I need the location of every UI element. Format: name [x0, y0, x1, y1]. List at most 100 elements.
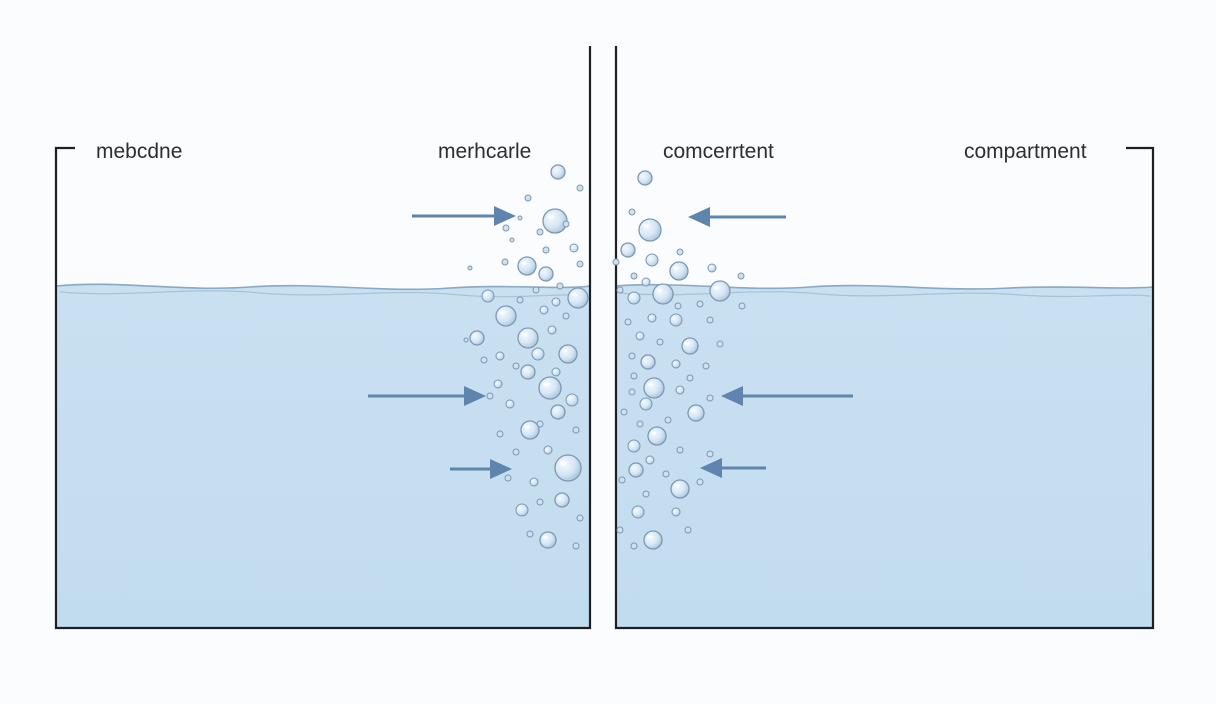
- left-container-wall: [54, 46, 592, 630]
- molecule-bubble: [706, 394, 714, 402]
- molecule-bubble: [642, 490, 650, 498]
- arrow-right-middle: [721, 386, 853, 406]
- molecule-bubble-highlight: [521, 332, 528, 337]
- molecule-bubble: [671, 507, 681, 517]
- arrows: [368, 206, 853, 479]
- molecule-bubble: [630, 372, 638, 380]
- molecule-bubble: [624, 318, 632, 326]
- molecule-bubble: [572, 542, 580, 550]
- molecule-bubble-highlight: [542, 535, 548, 539]
- molecule-bubble: [551, 367, 561, 377]
- molecule-bubble: [536, 498, 544, 506]
- molecule-bubble: [628, 208, 636, 216]
- molecule-bubble: [531, 347, 545, 361]
- molecule-bubble: [467, 265, 473, 271]
- molecule-bubble-highlight: [674, 484, 680, 488]
- molecule-bubble: [669, 313, 683, 327]
- molecule-bubble: [627, 439, 641, 453]
- molecule-bubble: [495, 351, 505, 361]
- left-water-surface-highlight: [59, 290, 589, 298]
- molecule-bubble: [643, 530, 663, 550]
- molecule-bubble: [645, 455, 655, 465]
- molecule-bubble-highlight: [656, 288, 663, 293]
- label-right: compartment: [964, 140, 1087, 163]
- molecule-bubble: [696, 478, 704, 486]
- molecule-bubble: [620, 242, 636, 258]
- arrow-left-middle: [368, 386, 486, 406]
- molecule-bubble: [543, 445, 553, 455]
- molecule-bubble: [676, 446, 684, 454]
- molecule-bubble: [558, 344, 578, 364]
- molecule-bubble: [628, 352, 636, 360]
- molecule-bubble-highlight: [673, 266, 679, 270]
- molecule-bubble: [517, 256, 537, 276]
- molecule-bubble: [562, 312, 570, 320]
- right-compartment-water: [616, 284, 1153, 628]
- molecule-bubble: [572, 426, 580, 434]
- molecule-bubble: [620, 408, 628, 416]
- molecule-bubble: [496, 430, 504, 438]
- molecule-bubble: [539, 531, 557, 549]
- molecule-bubble: [493, 379, 503, 389]
- arrow-right-bottom: [700, 458, 766, 478]
- molecule-bubble: [637, 170, 653, 186]
- molecule-bubble-highlight: [684, 341, 690, 345]
- molecule-bubble: [636, 420, 644, 428]
- molecule-bubble-highlight: [524, 425, 530, 429]
- molecule-bubble: [635, 331, 645, 341]
- molecule-bubble: [638, 218, 662, 242]
- molecule-bubble: [707, 263, 717, 273]
- molecule-bubble: [501, 258, 509, 266]
- molecule-bubble: [576, 514, 584, 522]
- molecule-bubble: [554, 454, 582, 482]
- molecule-bubble: [616, 286, 624, 294]
- molecule-bubble: [641, 277, 651, 287]
- molecule-bubble: [481, 289, 495, 303]
- molecule-bubble-highlight: [559, 461, 568, 466]
- molecule-bubble: [569, 243, 579, 253]
- molecule-bubble-highlight: [643, 224, 650, 229]
- molecule-bubble: [550, 404, 566, 420]
- molecule-bubble: [628, 462, 644, 478]
- molecule-bubble: [674, 302, 682, 310]
- molecule-bubble: [509, 237, 515, 243]
- molecule-bubble-highlight: [651, 431, 657, 435]
- molecule-bubble: [551, 297, 561, 307]
- molecule-bubble: [676, 248, 684, 256]
- molecule-bubble: [630, 272, 638, 280]
- molecule-bubble: [612, 258, 620, 266]
- molecule-bubble: [639, 397, 653, 411]
- label-left: mebcdne: [96, 140, 183, 163]
- molecule-bubble: [716, 340, 724, 348]
- molecule-bubble-highlight: [647, 382, 654, 387]
- molecule-bubble: [480, 356, 488, 364]
- molecule-bubble: [656, 338, 664, 346]
- molecule-bubble: [684, 526, 692, 534]
- molecule-bubble: [738, 302, 746, 310]
- molecule-bubble: [539, 305, 549, 315]
- molecule-bubble: [532, 286, 540, 294]
- molecule-bubble: [505, 399, 515, 409]
- molecule-bubble: [517, 215, 523, 221]
- molecule-bubble: [616, 526, 624, 534]
- arrow-left-top: [412, 206, 516, 226]
- molecule-bubble: [538, 376, 562, 400]
- arrow-left-bottom: [450, 459, 512, 479]
- molecule-bubble-highlight: [562, 349, 568, 353]
- molecule-bubble: [536, 228, 544, 236]
- molecule-bubble: [515, 503, 529, 517]
- molecule-bubble: [502, 224, 510, 232]
- molecule-bubble: [706, 450, 714, 458]
- molecule-bubble-highlight: [647, 535, 653, 539]
- molecule-bubble-highlight: [571, 292, 578, 297]
- molecule-bubble: [512, 362, 520, 370]
- molecule-bubble: [664, 416, 672, 424]
- molecule-bubble: [671, 359, 681, 369]
- molecule-bubble: [628, 388, 636, 396]
- molecule-bubble: [469, 330, 485, 346]
- molecule-bubble: [681, 337, 699, 355]
- molecule-bubble: [647, 313, 657, 323]
- molecule-bubble: [520, 420, 540, 440]
- molecule-bubble: [556, 282, 564, 290]
